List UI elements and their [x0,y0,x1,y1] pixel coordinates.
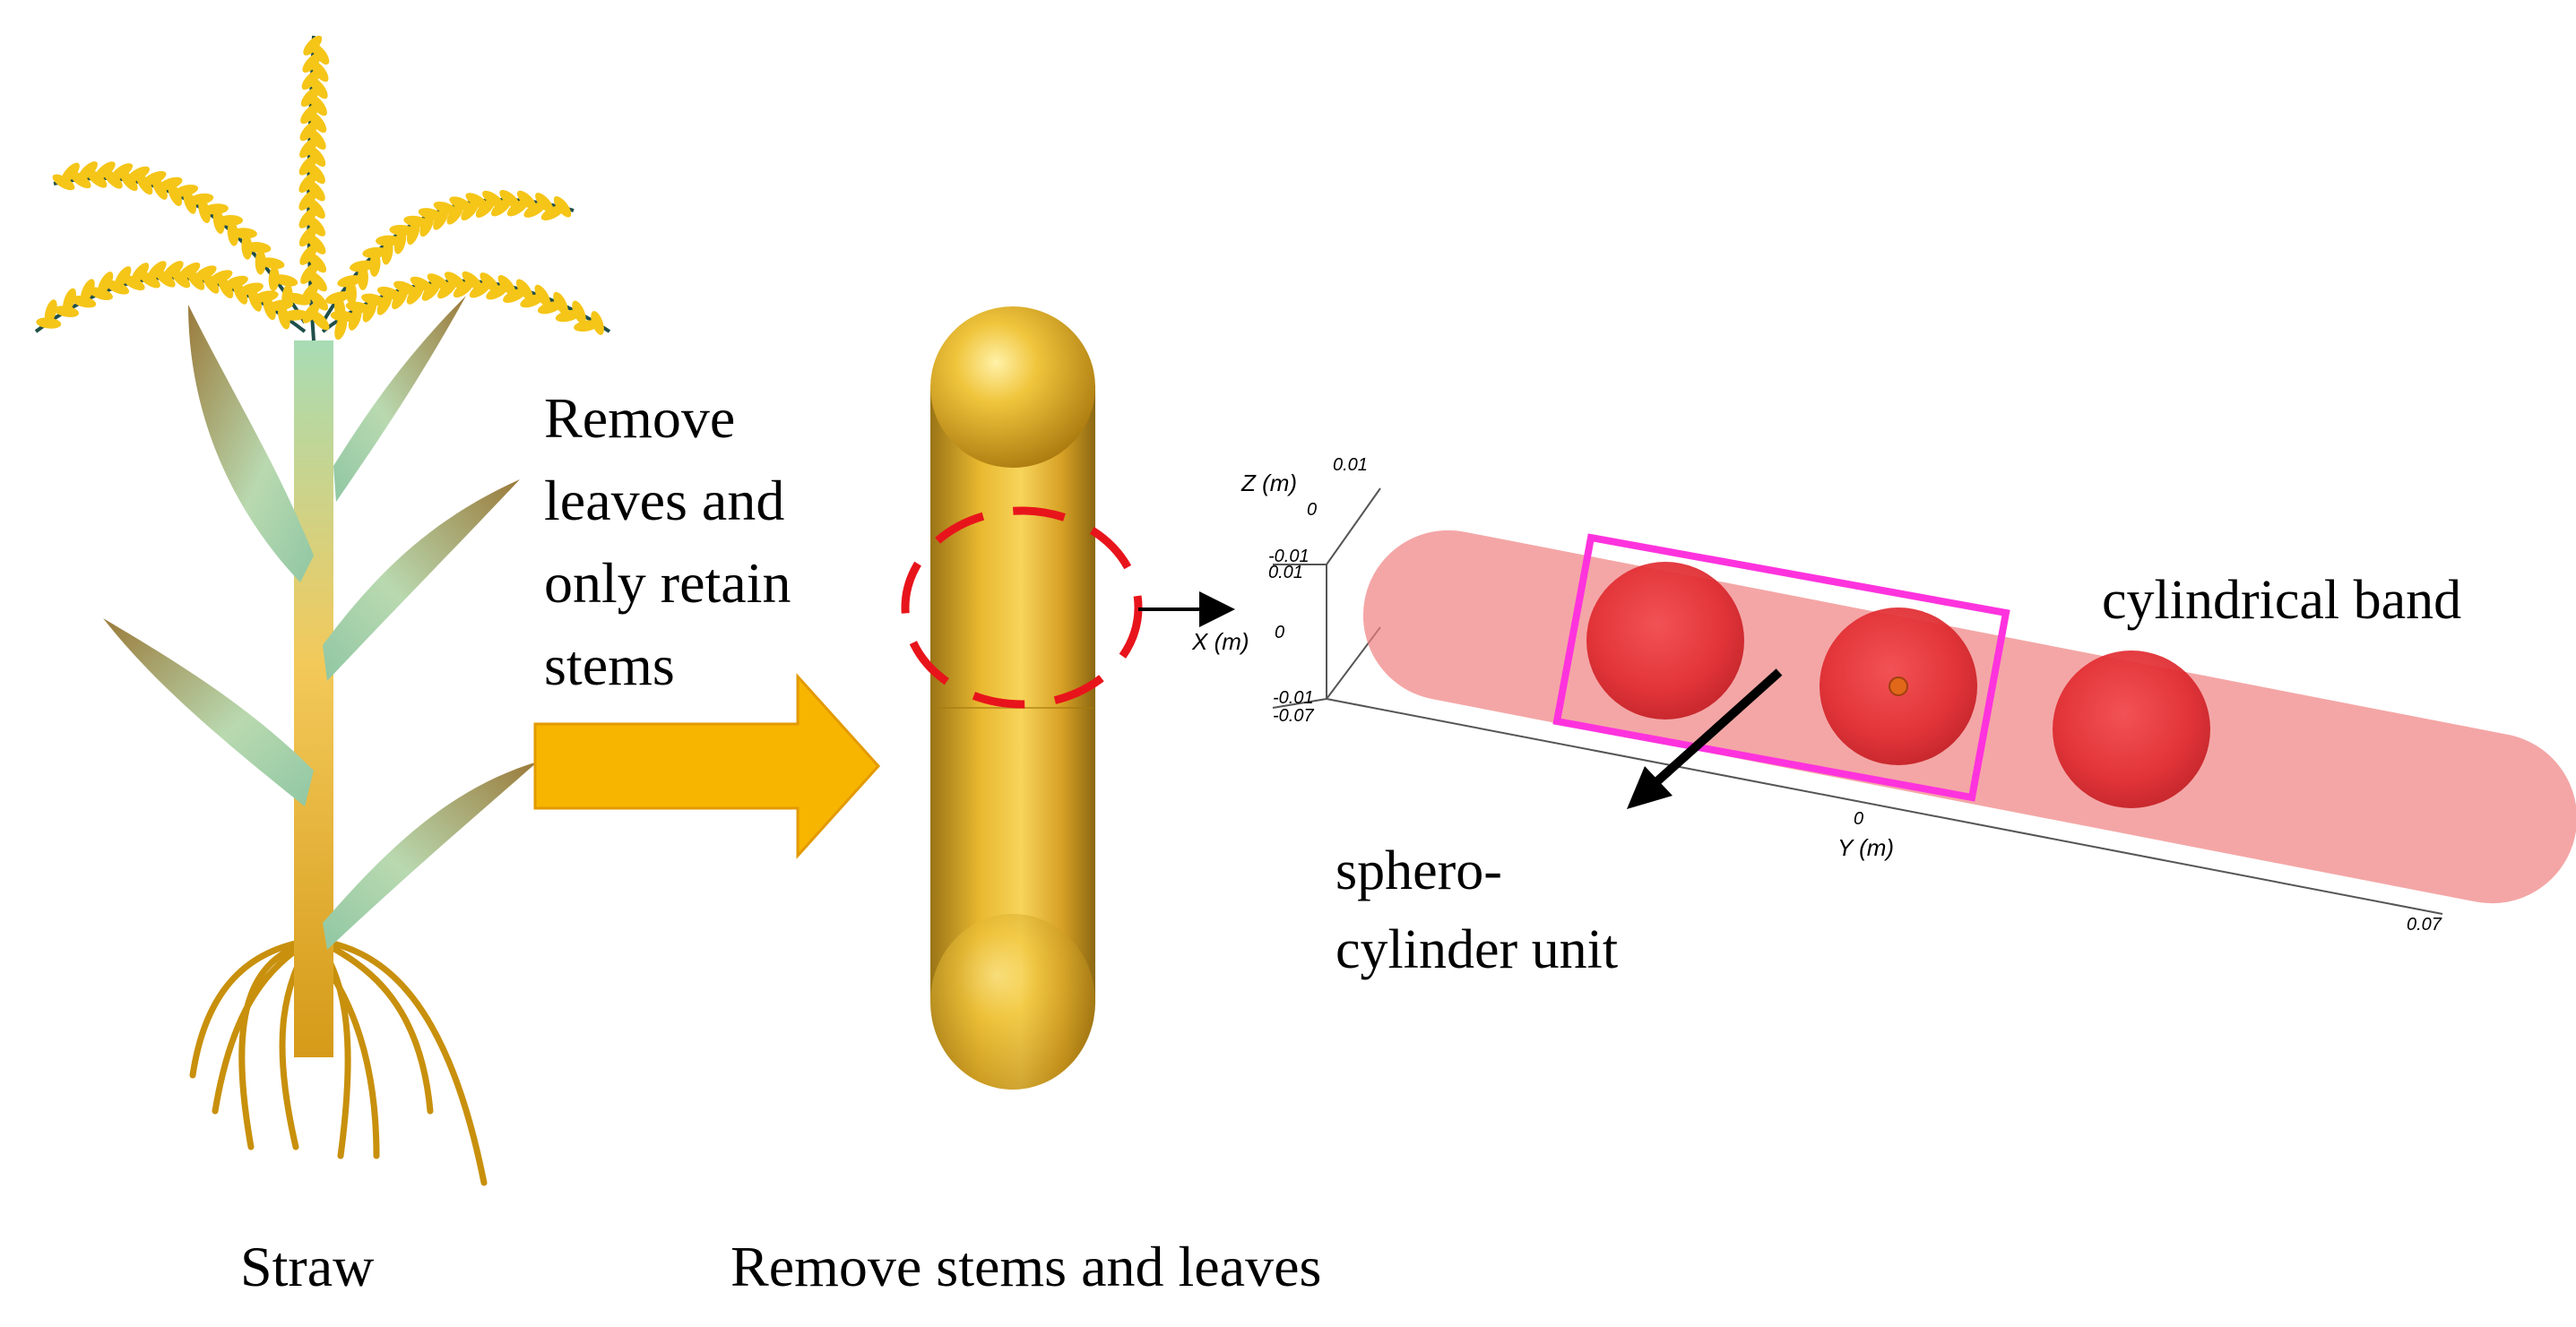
sphere-1 [1586,562,1744,720]
axis-labels: Z (m) 0.01 0 -0.01 0.01 X (m) 0 -0.01 -0… [1191,455,2442,935]
rice-grain [227,220,239,246]
rice-grain [330,310,356,323]
unit-pointer-arrow [1627,668,1783,809]
rice-grain [299,244,318,265]
rice-grain [298,172,317,194]
rice-grain [303,35,323,56]
y-tick-mid: 0 [1854,809,1863,829]
plant-roots [189,937,488,1186]
sphere-center-dot [1889,676,1908,696]
process-text-line1: Remove [544,386,735,450]
rice-grain [298,190,317,211]
process-text-line2: leaves and [544,469,784,532]
rice-grain [497,274,516,296]
process-text-line3: only retain [544,551,791,615]
rice-grain [71,295,97,308]
x-axis-title: X (m) [1191,628,1249,655]
model-3d-plot: Z (m) 0.01 0 -0.01 0.01 X (m) 0 -0.01 -0… [1191,455,2576,980]
stem-cylinder [930,306,1095,1090]
rice-grain [515,279,533,301]
x-tick-mid: 0 [1275,623,1284,642]
rice-grain [241,234,253,260]
rice-grain [300,263,318,285]
rice-grain [212,209,225,235]
rice-grain [268,266,280,292]
z-axis-title: Z (m) [1240,470,1297,496]
rice-grains [36,35,604,340]
x-tick-top: 0.01 [1268,563,1303,582]
rice-grain [298,207,317,228]
plant-leaves [103,296,538,950]
rice-grain [105,280,130,295]
rice-grain [54,306,80,317]
rice-grain [362,246,388,259]
rice-grain [553,196,572,218]
rice-grain [259,257,285,270]
spherocylinder-unit-highlight [1552,533,2010,802]
rice-grain [480,272,499,292]
rice-grain [350,260,375,272]
rice-grain [591,311,604,335]
x-tick-bottom: -0.01 [1273,688,1314,708]
rice-grain [255,249,266,275]
rice-grain [277,305,290,330]
rice-grain [36,317,62,329]
straw-caption: Straw [240,1235,374,1298]
stems-caption: Remove stems and leaves [730,1235,1321,1298]
rice-grain [325,291,350,305]
plant-stalk [294,340,333,1057]
rice-grain [337,275,362,288]
z-tick-bottom: -0.01 [1268,547,1310,566]
rice-grain [572,300,586,324]
rice-grain [516,190,537,211]
process-arrow [533,673,881,859]
z-tick-top: 0.01 [1333,455,1368,475]
rice-grain [52,174,75,191]
unit-label-line2: cylinder unit [1336,919,1618,980]
rice-grain [553,291,568,315]
z-tick-mid: 0 [1307,500,1317,520]
rice-grain [198,198,211,224]
y-axis-title: Y (m) [1837,834,1894,861]
sphere-3 [2053,651,2210,808]
cylindrical-band-label: cylindrical band [2102,570,2461,631]
rice-grain [535,193,554,213]
process-description: Remove leaves and only retain stems [544,386,791,697]
unit-label-line1: sphero- [1336,840,1502,901]
rice-grain [298,226,317,247]
rice-grain [246,242,272,254]
process-text-line4: stems [544,633,675,697]
rice-grain [302,302,320,323]
rice-plant-illustration [34,35,611,1186]
axes-frame [1272,487,2443,915]
rice-grain [381,239,393,265]
rice-grain [89,287,113,300]
y-tick-start: -0.07 [1273,706,1314,726]
rice-grain [462,271,482,290]
rice-grain [534,284,551,307]
sphere-particles [1586,562,2210,808]
y-tick-end: 0.07 [2407,915,2442,935]
